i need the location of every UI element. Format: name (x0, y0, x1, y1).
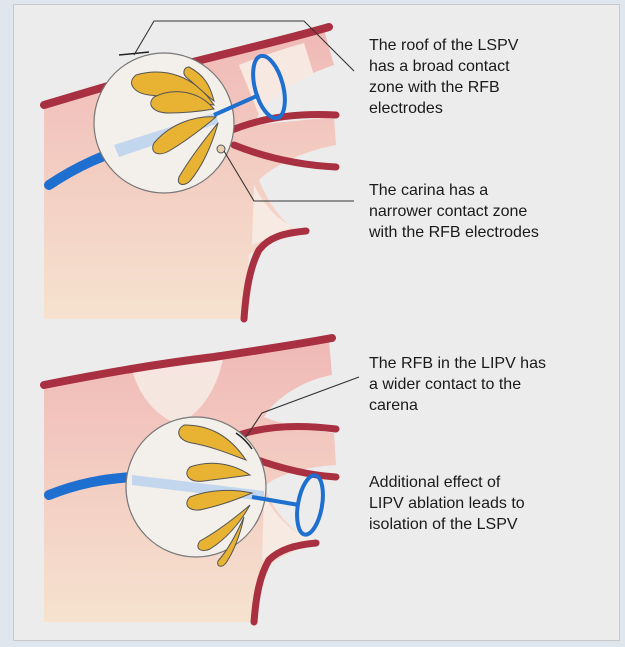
label-roof-lspv: The roof of the LSPV has a broad contact… (369, 35, 518, 119)
figure-frame: The roof of the LSPV has a broad contact… (13, 4, 620, 641)
label-additional-effect: Additional effect of LIPV ablation leads… (369, 472, 525, 535)
diagram-svg (14, 5, 621, 642)
bottom-panel-illustration (44, 335, 359, 622)
top-panel-illustration (44, 21, 354, 319)
label-carina: The carina has a narrower contact zone w… (369, 180, 539, 243)
label-lipv-contact: The RFB in the LIPV has a wider contact … (369, 353, 546, 416)
